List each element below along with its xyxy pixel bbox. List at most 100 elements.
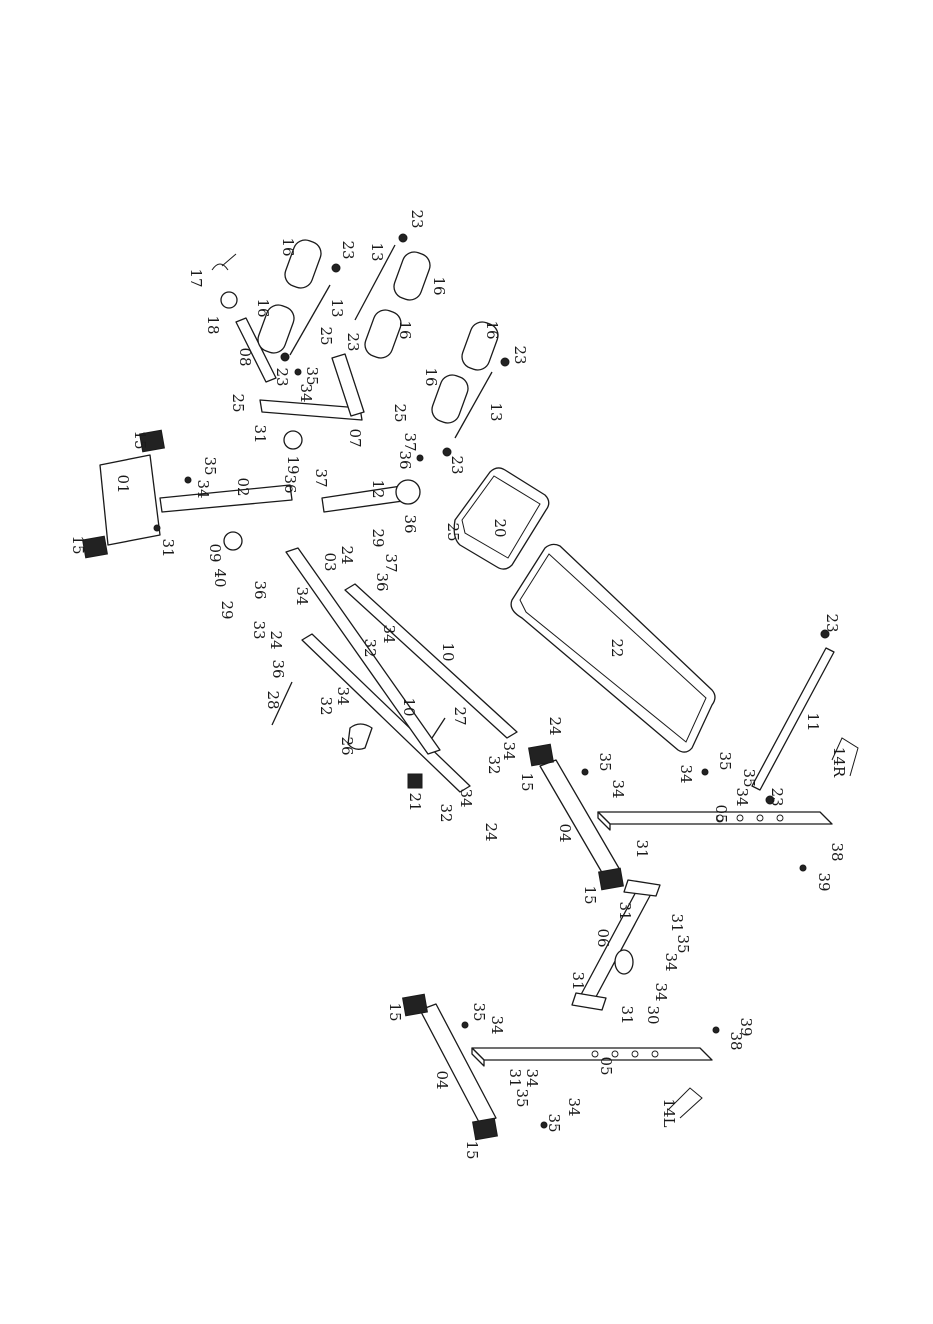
part-label-l15f: 15 <box>463 1140 481 1159</box>
hardware-dots <box>153 233 830 1129</box>
part-label-l13b: 13 <box>328 298 346 317</box>
part-label-l22: 22 <box>608 638 626 657</box>
part-label-l34n: 34 <box>523 1068 541 1087</box>
part-label-l02: 02 <box>234 477 252 496</box>
part-label-l34j: 34 <box>457 788 475 807</box>
part-label-l34g: 34 <box>677 764 695 783</box>
part-label-l38b: 38 <box>727 1031 745 1050</box>
part-label-l32d: 32 <box>437 803 455 822</box>
part-label-l35i: 35 <box>545 1113 563 1132</box>
part-label-l16a: 16 <box>279 237 297 256</box>
part-label-l31d: 31 <box>616 901 634 920</box>
part-label-l33: 33 <box>250 620 268 639</box>
front-tube <box>99 454 161 546</box>
part-label-l15b: 15 <box>69 535 87 554</box>
part-label-l31e: 31 <box>668 913 686 932</box>
part-label-l10a: 10 <box>439 642 457 661</box>
part-label-l25b: 25 <box>229 393 247 412</box>
part-label-l15a: 15 <box>131 430 149 449</box>
part-label-l16c: 16 <box>254 298 272 317</box>
end-caps <box>82 429 624 1141</box>
part-label-l35h: 35 <box>513 1088 531 1107</box>
part-label-l06: 06 <box>594 928 612 947</box>
part-label-l07: 07 <box>346 428 364 447</box>
part-label-l19: 19 <box>284 455 302 474</box>
part-label-l40: 40 <box>211 568 229 587</box>
seat-pad <box>453 467 550 570</box>
part-label-l26: 26 <box>338 736 356 755</box>
part-label-l24d: 24 <box>482 822 500 841</box>
part-label-l23e: 23 <box>511 345 529 364</box>
part-label-l34m: 34 <box>488 1015 506 1034</box>
part-label-l34o: 34 <box>565 1097 583 1116</box>
right-foot-bracket <box>831 737 859 777</box>
front-upright <box>159 484 293 513</box>
part-label-l01: 01 <box>114 474 132 493</box>
rail-holes <box>591 814 784 1058</box>
part-label-l15d: 15 <box>581 885 599 904</box>
part-label-l25c: 25 <box>391 403 409 422</box>
part-label-l23h: 23 <box>768 787 786 806</box>
part-label-l14r: 14R <box>830 747 848 778</box>
part-label-l32c: 32 <box>485 755 503 774</box>
part-label-l29a: 29 <box>369 528 387 547</box>
part-label-l24b: 24 <box>267 630 285 649</box>
part-label-l23f: 23 <box>448 455 466 474</box>
part-label-l35a: 35 <box>303 366 321 385</box>
part-label-l12: 12 <box>369 479 387 498</box>
part-label-l34f: 34 <box>500 741 518 760</box>
part-label-l16b: 16 <box>430 276 448 295</box>
back-pad <box>510 543 716 753</box>
part-label-l35c: 35 <box>596 752 614 771</box>
part-label-l09: 09 <box>206 543 224 562</box>
part-label-l05a: 05 <box>712 804 730 823</box>
part-label-l25a: 25 <box>317 326 335 345</box>
part-label-l31b: 31 <box>159 538 177 557</box>
part-label-l38a: 38 <box>828 842 846 861</box>
part-label-l34d: 34 <box>380 624 398 643</box>
part-label-l10b: 10 <box>400 697 418 716</box>
part-label-l03: 03 <box>321 552 339 571</box>
part-label-l23b: 23 <box>339 240 357 259</box>
part-label-l23g: 23 <box>823 613 841 632</box>
support-bar <box>285 547 441 755</box>
part-label-l21: 21 <box>406 792 424 811</box>
part-label-l36d: 36 <box>373 572 391 591</box>
part-label-l37a: 37 <box>401 432 419 451</box>
leg-extension <box>235 317 277 383</box>
part-label-l34b: 34 <box>194 479 212 498</box>
part-label-l34i: 34 <box>733 787 751 806</box>
part-label-l31g: 31 <box>618 1005 636 1024</box>
part-label-l24c: 24 <box>546 716 564 735</box>
part-label-l32b: 32 <box>317 696 335 715</box>
part-label-l37c: 37 <box>382 553 400 572</box>
part-label-l16d: 16 <box>396 320 414 339</box>
part-label-l04b: 04 <box>433 1070 451 1089</box>
part-label-l13c: 13 <box>487 402 505 421</box>
part-label-l39b: 39 <box>737 1017 755 1036</box>
part-label-l15e: 15 <box>386 1002 404 1021</box>
part-label-l36e: 36 <box>251 580 269 599</box>
part-label-l36b: 36 <box>281 474 299 493</box>
part-label-l31a: 31 <box>251 424 269 443</box>
roller-pads <box>257 239 499 424</box>
part-label-l04a: 04 <box>556 823 574 842</box>
part-label-l34h: 34 <box>609 779 627 798</box>
part-label-l34l: 34 <box>652 982 670 1001</box>
part-label-l39a: 39 <box>815 872 833 891</box>
part-label-l20: 20 <box>491 518 509 537</box>
part-label-l34a: 34 <box>297 383 315 402</box>
part-label-l05b: 05 <box>597 1056 615 1075</box>
part-label-l15c: 15 <box>518 772 536 791</box>
part-label-l36f: 36 <box>269 659 287 678</box>
part-label-l36a: 36 <box>396 450 414 469</box>
part-label-l35d: 35 <box>716 751 734 770</box>
part-label-l32a: 32 <box>361 638 379 657</box>
part-label-l18: 18 <box>204 315 222 334</box>
back-support-tube <box>751 647 835 791</box>
left-foot-bracket <box>667 1087 703 1119</box>
incline-rail-upper <box>344 583 518 739</box>
part-label-l35g: 35 <box>470 1002 488 1021</box>
